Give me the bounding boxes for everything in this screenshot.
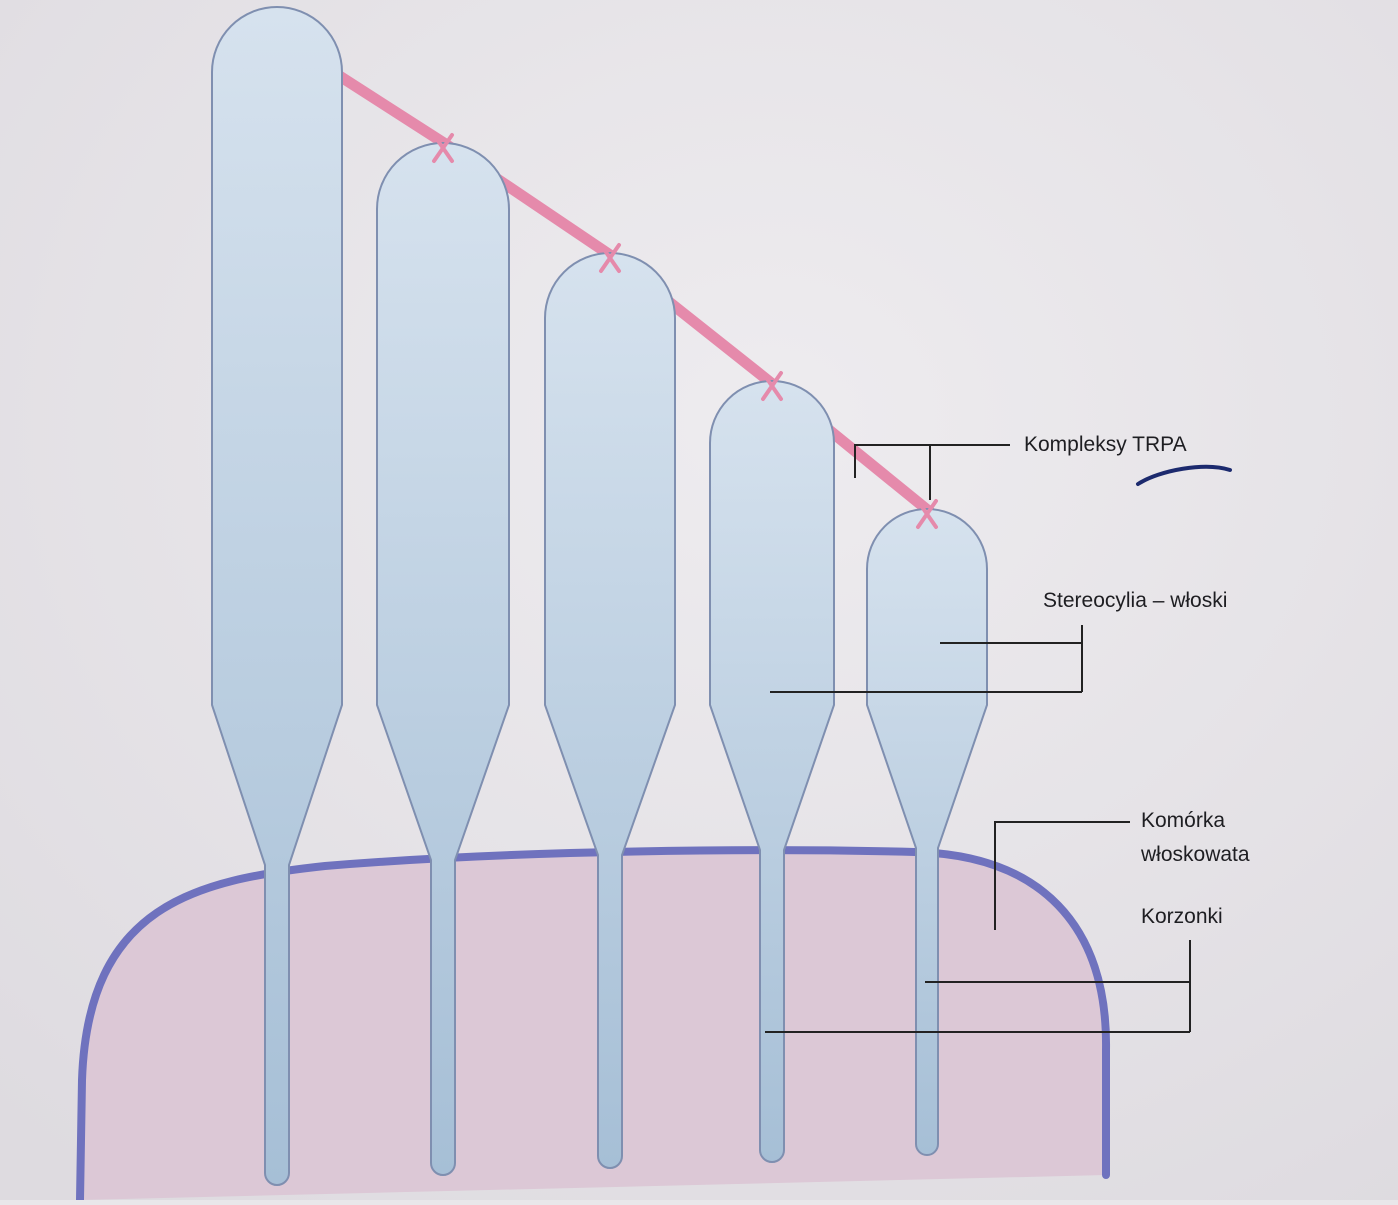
trpa-marker [432, 133, 454, 163]
stereocilia-leader [770, 625, 1083, 693]
stereocilia-bundle [211, 6, 988, 1186]
label-hair-cell-line1: Komórka [1141, 809, 1226, 832]
stereocilium-3 [544, 252, 676, 1169]
label-stereocilia: Stereocylia – włoski [1043, 589, 1228, 612]
trpa-leader [854, 444, 1010, 500]
label-trpa-complexes: Kompleksy TRPA [1024, 433, 1187, 456]
trpa-markers [432, 133, 938, 529]
trpa-marker [761, 371, 783, 401]
pen-underline [1136, 464, 1232, 486]
trpa-marker [916, 499, 938, 529]
stereocilium-4 [709, 380, 835, 1163]
stereocilium-1 [211, 6, 343, 1186]
stereocilium-2 [376, 142, 510, 1176]
label-rootlets: Korzonki [1141, 905, 1223, 928]
label-hair-cell-line2: włoskowata [1141, 843, 1250, 866]
trpa-marker [599, 243, 621, 273]
hair-cell-body [76, 846, 1111, 1204]
stereocilium-5 [866, 508, 988, 1156]
leader-lines [765, 444, 1191, 1033]
rootlets-leader [765, 940, 1191, 1033]
hair-cell-leader [994, 821, 1130, 930]
